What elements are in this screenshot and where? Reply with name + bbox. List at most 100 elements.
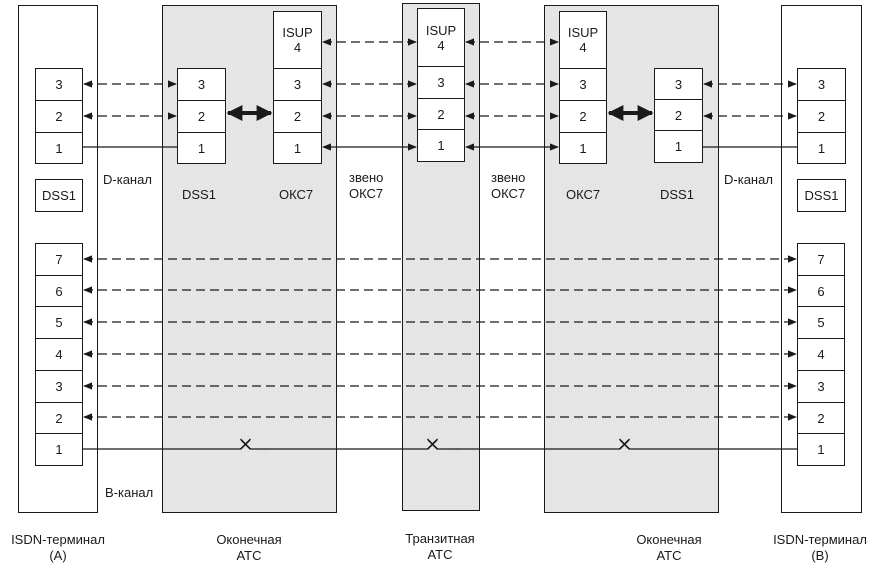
- layer-number: 2: [579, 109, 587, 124]
- ex1-okc7-label: ОКС7: [279, 187, 314, 202]
- link-label-line1: звено: [491, 170, 526, 185]
- layer-number: 3: [674, 76, 683, 92]
- layer-number: 2: [293, 109, 302, 124]
- b-d-layer-2: 2: [797, 100, 846, 133]
- layer-number: 3: [579, 77, 587, 92]
- caption-exchange-2: Оконечная АТС: [610, 532, 728, 563]
- layer-number: 3: [817, 379, 825, 394]
- a-b-layer-3: 3: [35, 370, 83, 403]
- a-d-layer-3: 3: [35, 68, 83, 101]
- layer-number: 4: [437, 37, 445, 53]
- a-dss1-box: DSS1: [35, 179, 83, 212]
- link-label-right: звено ОКС7: [491, 170, 525, 201]
- a-b-layer-2: 2: [35, 402, 83, 434]
- d-channel-label-right: D-канал: [724, 172, 773, 187]
- caption-line1: Оконечная: [636, 532, 702, 547]
- layer-number: 2: [55, 109, 63, 124]
- caption-line1: Оконечная: [216, 532, 282, 547]
- layer-number: 1: [674, 139, 683, 154]
- layer-number: 2: [197, 109, 206, 124]
- a-b-layer-7: 7: [35, 243, 83, 276]
- ex1-okc7-layer-3: 3: [273, 68, 322, 101]
- a-b-layer-4: 4: [35, 338, 83, 371]
- protocol-label: DSS1: [804, 188, 839, 203]
- a-d-layer-1: 1: [35, 132, 83, 164]
- layer-number: 2: [55, 410, 63, 426]
- b-d-layer-1: 1: [797, 132, 846, 164]
- layer-number: 4: [817, 347, 825, 362]
- layer-number: 3: [437, 75, 445, 90]
- layer-number: 7: [817, 252, 825, 267]
- link-label-left: звено ОКС7: [349, 170, 383, 201]
- layer-number: 5: [55, 315, 63, 330]
- ex1-okc7-layer-2: 2: [273, 100, 322, 133]
- layer-number: 3: [197, 77, 206, 92]
- ex1-dss1-label: DSS1: [182, 187, 216, 202]
- b-dss1-box: DSS1: [797, 179, 846, 212]
- layer-number: 1: [55, 140, 63, 156]
- caption-line2: АТС: [427, 547, 453, 562]
- layer-number: 1: [817, 442, 825, 457]
- b-b-layer-6: 6: [797, 275, 845, 307]
- link-label-line2: ОКС7: [491, 186, 526, 201]
- layer-number: 5: [817, 315, 825, 330]
- caption-line2: (B): [811, 548, 829, 563]
- ex2-okc7-label: ОКС7: [566, 187, 601, 202]
- ex2-dss1-layer-1: 1: [654, 130, 703, 163]
- caption-transit: Транзитная АТС: [380, 531, 500, 562]
- ex1-dss1-layer-1: 1: [177, 132, 226, 164]
- layer-number: 3: [55, 379, 63, 394]
- caption-line2: АТС: [236, 548, 262, 563]
- switch-crosspoint-icon: [619, 438, 630, 450]
- caption-line2: (A): [49, 548, 67, 563]
- caption-exchange-1: Оконечная АТС: [190, 532, 308, 563]
- transit-layer-1: 1: [417, 129, 465, 162]
- caption-terminal-a: ISDN-терминал (A): [0, 532, 116, 563]
- ex2-dss1-label: DSS1: [660, 187, 694, 202]
- ex2-okc7-layer-3: 3: [559, 68, 607, 101]
- b-d-layer-3: 3: [797, 68, 846, 101]
- b-channel-label: B-канал: [105, 485, 154, 500]
- ex2-dss1-layer-3: 3: [654, 68, 703, 100]
- layer-number: 2: [674, 107, 683, 123]
- link-label-line1: звено: [349, 170, 384, 185]
- ex1-okc7-layer-1: 1: [273, 132, 322, 164]
- switch-crosspoint-icon: [240, 438, 251, 450]
- layer-number: 3: [817, 77, 826, 92]
- layer-number: 3: [55, 77, 63, 92]
- b-channel-physical-path: [83, 439, 797, 450]
- a-b-layer-5: 5: [35, 306, 83, 339]
- layer-number: 2: [817, 410, 825, 426]
- isup-label: ISUP: [282, 25, 313, 40]
- a-b-layer-1: 1: [35, 433, 83, 466]
- caption-terminal-b: ISDN-терминал (B): [762, 532, 878, 563]
- layer-number: 1: [817, 140, 826, 156]
- layer-number: 7: [55, 252, 63, 267]
- caption-line2: АТС: [656, 548, 682, 563]
- protocol-label: DSS1: [42, 188, 76, 203]
- layer-number: 4: [579, 40, 587, 55]
- a-b-layer-6: 6: [35, 275, 83, 307]
- ex2-okc7-layer-1: 1: [559, 132, 607, 164]
- b-b-layer-1: 1: [797, 433, 845, 466]
- ex1-dss1-layer-3: 3: [177, 68, 226, 101]
- transit-layer-3: 3: [417, 66, 465, 99]
- layer-number: 1: [293, 140, 302, 156]
- layer-number: 4: [293, 40, 302, 55]
- transit-layer-2: 2: [417, 98, 465, 130]
- layer-number: 1: [197, 140, 206, 156]
- caption-line1: ISDN-терминал: [11, 532, 105, 547]
- switch-crosspoint-icon: [427, 438, 438, 450]
- layer-number: 3: [293, 77, 302, 92]
- ex1-dss1-layer-2: 2: [177, 100, 226, 133]
- isup-label: ISUP: [425, 22, 457, 38]
- d-channel-label-left: D-канал: [103, 172, 152, 187]
- ex2-dss1-layer-2: 2: [654, 99, 703, 131]
- ex2-okc7-layer-2: 2: [559, 100, 607, 133]
- caption-line1: ISDN-терминал: [773, 532, 867, 547]
- layer-number: 2: [817, 109, 826, 124]
